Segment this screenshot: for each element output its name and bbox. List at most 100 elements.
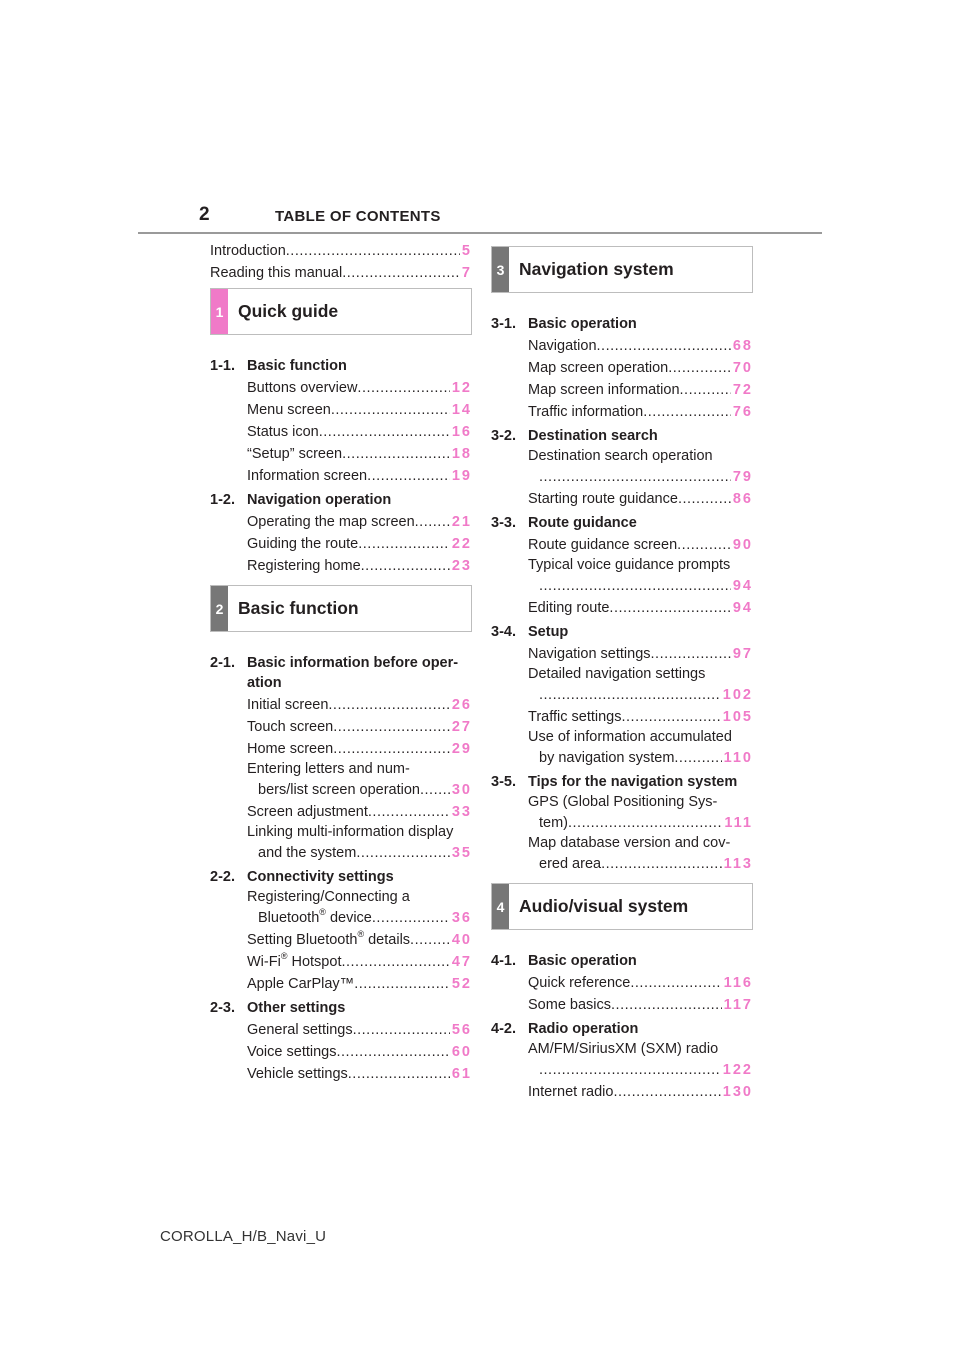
page-link[interactable]: 47 [451,954,472,970]
toc-entry[interactable]: Vehicle settings61 [210,1063,472,1085]
toc-entry[interactable]: by navigation system110 [491,747,753,769]
page-link[interactable]: 122 [722,1062,753,1078]
page-link[interactable]: 97 [732,646,753,662]
toc-entry[interactable]: Operating the map screen21 [210,511,472,533]
page-link[interactable]: 23 [451,558,472,574]
page-link[interactable]: 19 [451,468,472,484]
page-link[interactable]: 36 [451,910,472,926]
page-link[interactable]: 35 [451,845,472,861]
page-link[interactable]: 29 [451,741,472,757]
toc-entry[interactable]: Registering home23 [210,555,472,577]
page-link[interactable]: 30 [451,782,472,798]
page-link[interactable]: 26 [451,697,472,713]
toc-entry[interactable]: Voice settings60 [210,1041,472,1063]
toc-entry-line: Entering letters and num- [247,761,410,777]
page-link[interactable]: 76 [732,404,753,420]
toc-entry[interactable]: Quick reference116 [491,972,753,994]
toc-entry[interactable]: 122 [491,1059,753,1081]
toc-entry-line: Destination search operation [528,448,713,464]
page-link[interactable]: 21 [451,514,472,530]
section-heading: 2-3.Other settings [210,1000,346,1016]
page-link[interactable]: 79 [732,469,753,485]
toc-entry[interactable]: Apple CarPlay™52 [210,973,472,995]
toc-entry[interactable]: Some basics117 [491,994,753,1016]
chapter-1-banner[interactable]: 1 Quick guide [210,288,472,335]
toc-entry[interactable]: Internet radio130 [491,1081,753,1103]
page-link[interactable]: 61 [451,1066,472,1082]
page-link[interactable]: 130 [722,1084,753,1100]
page-link[interactable]: 60 [451,1044,472,1060]
toc-entry-line: Typical voice guidance prompts [528,557,731,573]
page-link[interactable]: 5 [461,243,472,259]
toc-entry[interactable]: Status icon16 [210,421,472,443]
toc-entry[interactable]: Touch screen27 [210,716,472,738]
page-link[interactable]: 56 [451,1022,472,1038]
page-link[interactable]: 94 [732,578,753,594]
toc-entry[interactable]: Map screen information72 [491,379,753,401]
toc-entry[interactable]: Map screen operation70 [491,357,753,379]
toc-entry[interactable]: 79 [491,466,753,488]
toc-entry[interactable]: Buttons overview12 [210,377,472,399]
toc-entry[interactable]: Screen adjustment33 [210,801,472,823]
toc-entry[interactable]: General settings56 [210,1019,472,1041]
page-link[interactable]: 70 [732,360,753,376]
page-link[interactable]: 40 [451,932,472,948]
toc-entry-line: Detailed navigation settings [528,666,706,682]
toc-entry[interactable]: Traffic settings105 [491,706,753,728]
toc-entry-line: Use of information accumulated [528,729,732,745]
page-link[interactable]: 90 [732,537,753,553]
page-link[interactable]: 12 [451,380,472,396]
chapter-number-tab: 3 [492,247,509,292]
page-link[interactable]: 105 [722,709,753,725]
page-link[interactable]: 27 [451,719,472,735]
toc-entry[interactable]: Starting route guidance86 [491,488,753,510]
page-link[interactable]: 7 [461,265,472,281]
section-heading: 3-1.Basic operation [491,316,637,332]
toc-entry[interactable]: Information screen19 [210,465,472,487]
toc-entry[interactable]: Guiding the route22 [210,533,472,555]
toc-entry[interactable]: tem)111 [491,812,753,834]
page-link[interactable]: 14 [451,402,472,418]
toc-entry[interactable]: Menu screen14 [210,399,472,421]
toc-entry[interactable]: ered area113 [491,853,753,875]
toc-entry[interactable]: Setting Bluetooth® details40 [210,929,472,951]
page-link[interactable]: 16 [451,424,472,440]
page-link[interactable]: 22 [451,536,472,552]
toc-entry[interactable]: “Setup” screen18 [210,443,472,465]
page-link[interactable]: 102 [722,687,753,703]
page-link[interactable]: 94 [732,600,753,616]
toc-entry[interactable]: Bluetooth® device36 [210,907,472,929]
toc-entry[interactable]: 102 [491,684,753,706]
chapter-2-banner[interactable]: 2 Basic function [210,585,472,632]
toc-entry[interactable]: 94 [491,575,753,597]
toc-entry[interactable]: Home screen29 [210,738,472,760]
page-link[interactable]: 116 [723,975,753,991]
toc-entry[interactable]: Route guidance screen90 [491,534,753,556]
chapter-4-banner[interactable]: 4 Audio/visual system [491,883,753,930]
page-link[interactable]: 110 [723,750,753,766]
section-heading: 4-2.Radio operation [491,1021,639,1037]
page-link[interactable]: 111 [724,815,753,831]
toc-entry[interactable]: Introduction5 [210,240,472,262]
page-link[interactable]: 72 [732,382,753,398]
page-link[interactable]: 33 [451,804,472,820]
toc-entry[interactable]: Navigation68 [491,335,753,357]
chapter-number-tab: 1 [211,289,228,334]
chapter-3-banner[interactable]: 3 Navigation system [491,246,753,293]
toc-entry[interactable]: and the system35 [210,842,472,864]
toc-entry[interactable]: Editing route94 [491,597,753,619]
toc-entry[interactable]: Navigation settings97 [491,643,753,665]
page-link[interactable]: 52 [451,976,472,992]
chapter-title: Navigation system [519,259,674,279]
toc-entry[interactable]: Initial screen26 [210,694,472,716]
toc-entry[interactable]: Wi-Fi® Hotspot47 [210,951,472,973]
toc-entry[interactable]: Traffic information76 [491,401,753,423]
page-link[interactable]: 86 [732,491,753,507]
page-link[interactable]: 18 [451,446,472,462]
page-link[interactable]: 117 [723,997,753,1013]
page-link[interactable]: 113 [723,856,753,872]
toc-entry[interactable]: Reading this manual7 [210,262,472,284]
toc-entry[interactable]: bers/list screen operation30 [210,779,472,801]
page-link[interactable]: 68 [732,338,753,354]
section-heading: 3-4.Setup [491,624,569,640]
